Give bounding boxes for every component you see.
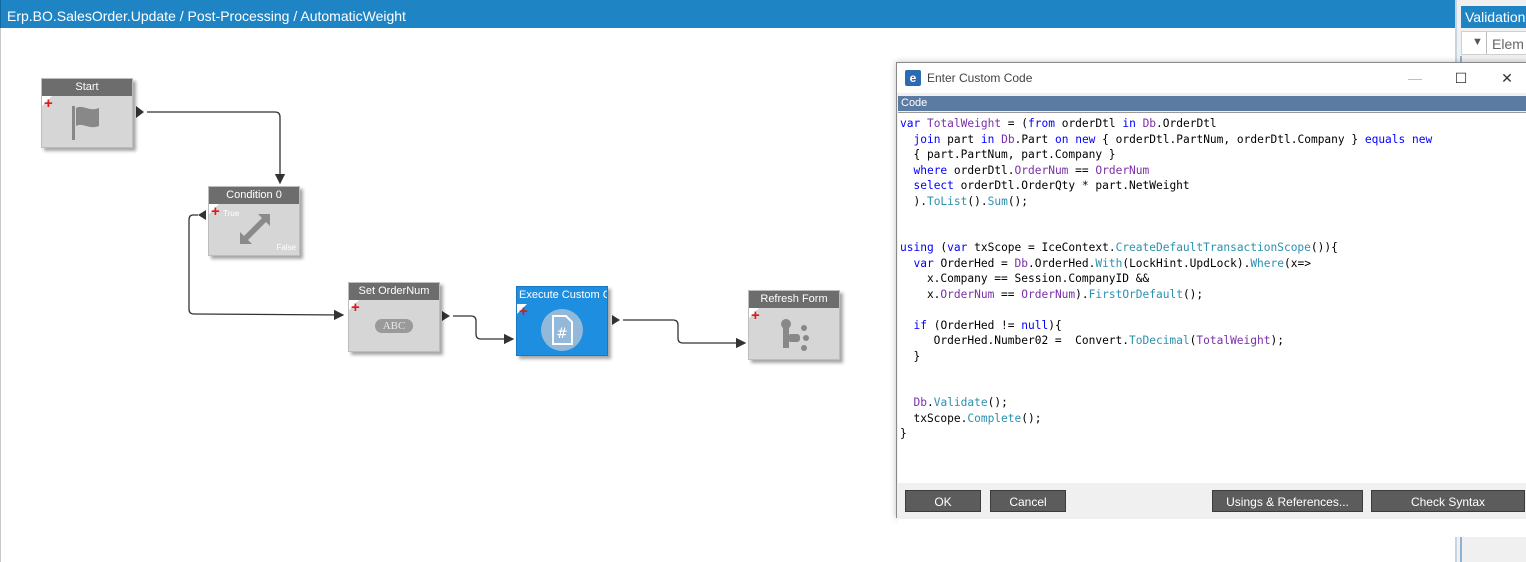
- add-icon[interactable]: +: [519, 303, 528, 320]
- true-branch-label: True: [223, 209, 240, 218]
- add-icon[interactable]: +: [44, 95, 53, 112]
- validation-column-header[interactable]: ▼ Elem: [1461, 31, 1526, 55]
- refresh-form-node[interactable]: Refresh Form +: [748, 290, 840, 360]
- workflow-canvas[interactable]: Start + Condition 0 + True False Set Ord…: [0, 28, 1455, 562]
- svg-text:#: #: [556, 326, 568, 342]
- split-arrows-icon: [209, 209, 299, 251]
- flow-icon: [749, 313, 839, 355]
- minimize-icon[interactable]: —: [1408, 70, 1422, 86]
- start-node-label: Start: [42, 79, 132, 96]
- dialog-title: Enter Custom Code: [927, 71, 1033, 85]
- set-ordernum-node[interactable]: Set OrderNum + ABC: [348, 282, 440, 352]
- abc-field-icon: ABC: [349, 305, 439, 347]
- condition-node[interactable]: Condition 0 + True False: [208, 186, 300, 256]
- execute-custom-code-node[interactable]: Execute Custom Code + #: [516, 286, 608, 356]
- add-icon[interactable]: +: [351, 299, 360, 316]
- add-icon[interactable]: +: [211, 203, 220, 220]
- code-editor[interactable]: var TotalWeight = (from orderDtl in Db.O…: [898, 112, 1526, 537]
- custom-code-dialog: e Enter Custom Code — ☐ ✕ Code var Total…: [896, 62, 1526, 537]
- breadcrumb: Erp.BO.SalesOrder.Update / Post-Processi…: [7, 8, 406, 24]
- epicor-logo-icon: e: [905, 70, 921, 86]
- dialog-title-bar: e Enter Custom Code — ☐ ✕: [897, 63, 1526, 93]
- title-bar: Erp.BO.SalesOrder.Update / Post-Processi…: [0, 0, 1455, 28]
- ok-button[interactable]: OK: [905, 490, 981, 512]
- check-syntax-button[interactable]: Check Syntax: [1371, 490, 1525, 512]
- connector-lines: [136, 106, 747, 349]
- close-icon[interactable]: ✕: [1501, 70, 1513, 86]
- dropdown-arrow-icon[interactable]: ▼: [1472, 36, 1483, 48]
- false-branch-label: False: [276, 243, 296, 252]
- condition-node-label: Condition 0: [209, 187, 299, 204]
- usings-references-button[interactable]: Usings & References...: [1212, 490, 1363, 512]
- start-node[interactable]: Start +: [41, 78, 133, 148]
- add-icon[interactable]: +: [751, 307, 760, 324]
- validation-panel-title: Validation: [1461, 6, 1526, 28]
- execute-custom-code-node-label: Execute Custom Code: [517, 287, 607, 304]
- set-ordernum-node-label: Set OrderNum: [349, 283, 439, 300]
- cancel-button[interactable]: Cancel: [990, 490, 1066, 512]
- flag-icon: [42, 101, 132, 143]
- element-column-label: Elem: [1492, 36, 1524, 52]
- hash-file-icon: #: [517, 309, 607, 351]
- maximize-icon[interactable]: ☐: [1454, 70, 1468, 86]
- refresh-form-node-label: Refresh Form: [749, 291, 839, 308]
- dialog-button-bar: OK Cancel Usings & References... Check S…: [897, 483, 1526, 519]
- code-section-label: Code: [898, 96, 1526, 111]
